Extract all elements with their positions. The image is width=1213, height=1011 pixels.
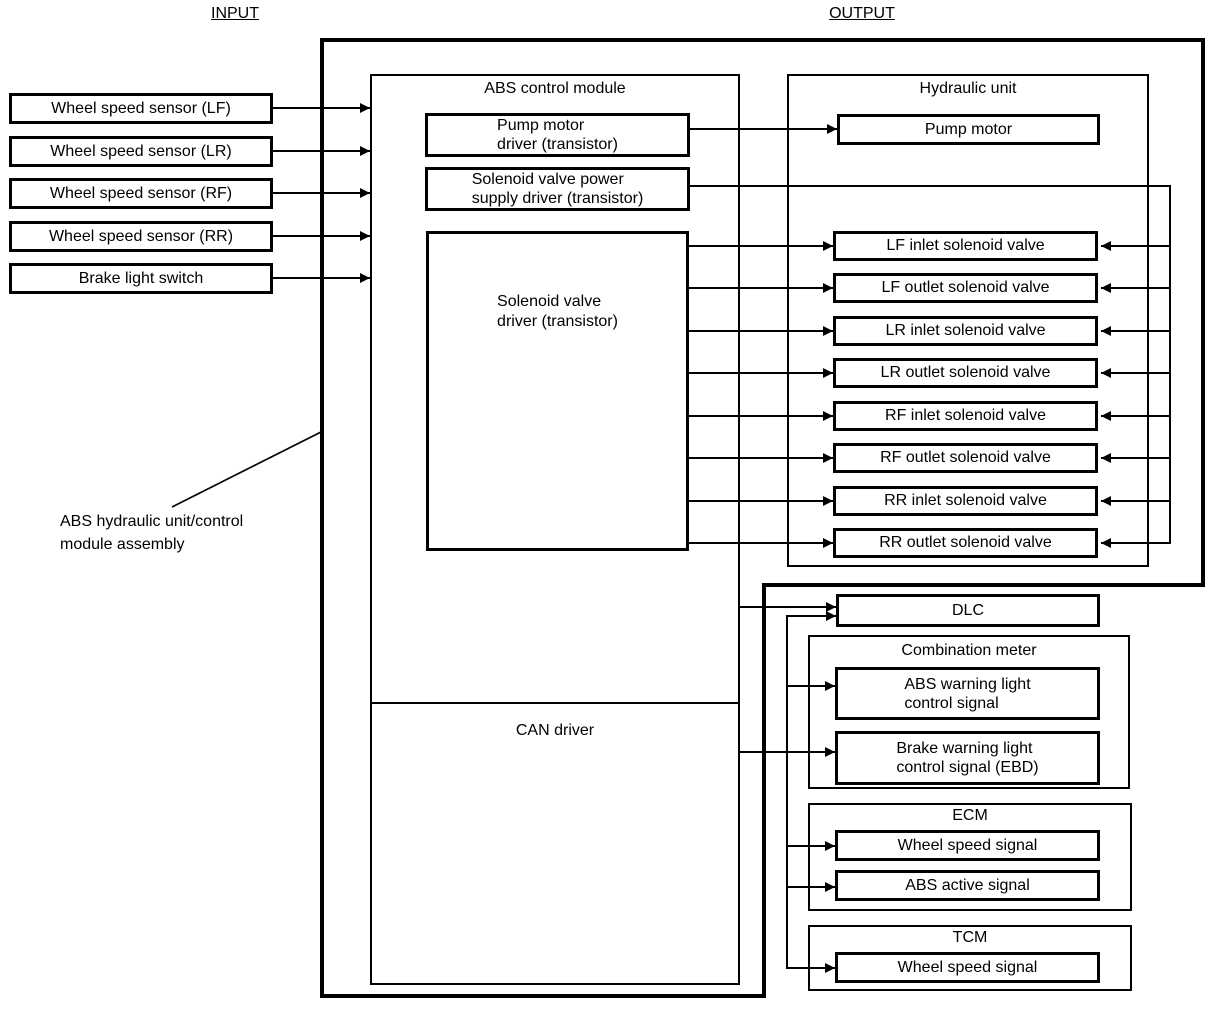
solenoid-power-driver-box: Solenoid valve power supply driver (tran… bbox=[425, 167, 690, 211]
connector-valve-rr-inlet bbox=[689, 496, 833, 506]
connector-valve-lr-inlet bbox=[689, 326, 833, 336]
solenoid-valve-driver-box: Solenoid valve driver (transistor) bbox=[426, 231, 689, 551]
power-feed-branch bbox=[1101, 496, 1171, 506]
valve-label: LR outlet solenoid valve bbox=[880, 364, 1051, 381]
input-box-wheel-speed-sensor-rf: Wheel speed sensor (RF) bbox=[9, 178, 273, 209]
connector-input-brake bbox=[273, 273, 370, 283]
connector-abs-active bbox=[786, 882, 835, 892]
dlc-box: DLC bbox=[836, 594, 1100, 627]
input-box-label: Brake light switch bbox=[78, 269, 204, 287]
power-feed-branch bbox=[1101, 411, 1171, 421]
pump-motor-box: Pump motor bbox=[837, 114, 1100, 145]
abs-warning-signal-box: ABS warning light control signal bbox=[835, 667, 1100, 720]
tcm-wheel-speed-signal-label: Wheel speed signal bbox=[897, 958, 1038, 976]
assembly-callout-label: ABS hydraulic unit/control module assemb… bbox=[60, 513, 244, 553]
tcm-wheel-speed-signal-box: Wheel speed signal bbox=[835, 952, 1100, 983]
abs-active-signal-label: ABS active signal bbox=[905, 876, 1030, 894]
assembly-outline-top bbox=[320, 38, 1205, 42]
can-driver-label: CAN driver bbox=[515, 722, 595, 739]
assembly-outline-bottom bbox=[320, 994, 766, 998]
pump-motor-driver-box: Pump motor driver (transistor) bbox=[425, 113, 690, 157]
connector-valve-rf-outlet bbox=[689, 453, 833, 463]
can-bus-vertical-line bbox=[786, 615, 788, 969]
input-section-label: INPUT bbox=[211, 5, 259, 22]
connector-tcm-wheel-speed bbox=[786, 963, 835, 973]
input-box-wheel-speed-sensor-rr: Wheel speed sensor (RR) bbox=[9, 221, 273, 252]
input-box-label: Wheel speed sensor (RF) bbox=[49, 184, 233, 202]
valve-box-lr-inlet: LR inlet solenoid valve bbox=[833, 316, 1098, 346]
assembly-outline-mid-vertical bbox=[762, 583, 766, 998]
valve-label: RF outlet solenoid valve bbox=[880, 449, 1051, 466]
abs-active-signal-box: ABS active signal bbox=[835, 870, 1100, 901]
power-feed-line-vertical bbox=[1169, 185, 1171, 543]
connector-valve-lr-outlet bbox=[689, 368, 833, 378]
valve-label: LF outlet solenoid valve bbox=[881, 279, 1050, 296]
valve-box-rf-outlet: RF outlet solenoid valve bbox=[833, 443, 1098, 473]
valve-box-rr-outlet: RR outlet solenoid valve bbox=[833, 528, 1098, 558]
connector-input-lf bbox=[273, 103, 370, 113]
valve-box-rf-inlet: RF inlet solenoid valve bbox=[833, 401, 1098, 431]
valve-label: LF inlet solenoid valve bbox=[886, 237, 1045, 254]
solenoid-valve-driver-label: Solenoid valve driver (transistor) bbox=[497, 293, 618, 330]
valve-label: LR inlet solenoid valve bbox=[885, 322, 1046, 339]
connector-dlc-1 bbox=[739, 602, 836, 612]
abs-control-module-title: ABS control module bbox=[484, 80, 626, 97]
connector-brake-warning bbox=[739, 747, 835, 757]
power-feed-branch bbox=[1101, 538, 1171, 548]
output-section-label: OUTPUT bbox=[829, 5, 895, 22]
connector-pump-motor bbox=[690, 124, 837, 134]
valve-label: RF inlet solenoid valve bbox=[885, 407, 1046, 424]
can-driver-divider bbox=[372, 702, 738, 704]
valve-box-lf-outlet: LF outlet solenoid valve bbox=[833, 273, 1098, 303]
solenoid-power-driver-label: Solenoid valve power supply driver (tran… bbox=[471, 171, 644, 207]
connector-abs-warning bbox=[786, 681, 835, 691]
combination-meter-title: Combination meter bbox=[901, 642, 1037, 659]
connector-ecm-wheel-speed bbox=[786, 841, 835, 851]
connector-valve-lf-inlet bbox=[689, 241, 833, 251]
tcm-title: TCM bbox=[952, 929, 988, 946]
power-feed-branch bbox=[1101, 241, 1171, 251]
connector-input-rf bbox=[273, 188, 370, 198]
brake-warning-signal-label: Brake warning light control signal (EBD) bbox=[896, 740, 1039, 776]
assembly-outline-right-upper bbox=[1201, 38, 1205, 587]
connector-valve-lf-outlet bbox=[689, 283, 833, 293]
input-box-brake-light-switch: Brake light switch bbox=[9, 263, 273, 294]
valve-box-rr-inlet: RR inlet solenoid valve bbox=[833, 486, 1098, 516]
input-box-label: Wheel speed sensor (LR) bbox=[50, 142, 232, 160]
pump-motor-label: Pump motor bbox=[924, 120, 1013, 138]
assembly-outline-bottom-right bbox=[762, 583, 1205, 587]
valve-box-lf-inlet: LF inlet solenoid valve bbox=[833, 231, 1098, 261]
pump-motor-driver-label: Pump motor driver (transistor) bbox=[497, 117, 618, 153]
hydraulic-unit-title: Hydraulic unit bbox=[919, 80, 1017, 97]
connector-input-rr bbox=[273, 231, 370, 241]
connector-input-lr bbox=[273, 146, 370, 156]
assembly-outline-left bbox=[320, 38, 324, 998]
valve-label: RR inlet solenoid valve bbox=[884, 492, 1047, 509]
brake-warning-signal-box: Brake warning light control signal (EBD) bbox=[835, 731, 1100, 785]
dlc-label: DLC bbox=[951, 601, 984, 619]
ecm-title: ECM bbox=[952, 807, 988, 824]
abs-warning-signal-label: ABS warning light control signal bbox=[904, 675, 1031, 712]
power-feed-branch bbox=[1101, 283, 1171, 293]
input-box-wheel-speed-sensor-lf: Wheel speed sensor (LF) bbox=[9, 93, 273, 124]
input-box-label: Wheel speed sensor (LF) bbox=[51, 99, 231, 117]
power-feed-line-horizontal bbox=[690, 185, 1171, 187]
power-feed-branch bbox=[1101, 453, 1171, 463]
power-feed-branch bbox=[1101, 326, 1171, 336]
connector-valve-rf-inlet bbox=[689, 411, 833, 421]
valve-label: RR outlet solenoid valve bbox=[879, 534, 1052, 551]
power-feed-branch bbox=[1101, 368, 1171, 378]
input-box-label: Wheel speed sensor (RR) bbox=[48, 227, 234, 245]
valve-box-lr-outlet: LR outlet solenoid valve bbox=[833, 358, 1098, 388]
input-box-wheel-speed-sensor-lr: Wheel speed sensor (LR) bbox=[9, 136, 273, 167]
connector-valve-rr-outlet bbox=[689, 538, 833, 548]
ecm-wheel-speed-signal-box: Wheel speed signal bbox=[835, 830, 1100, 861]
connector-dlc-2 bbox=[786, 611, 836, 621]
ecm-wheel-speed-signal-label: Wheel speed signal bbox=[897, 836, 1038, 854]
